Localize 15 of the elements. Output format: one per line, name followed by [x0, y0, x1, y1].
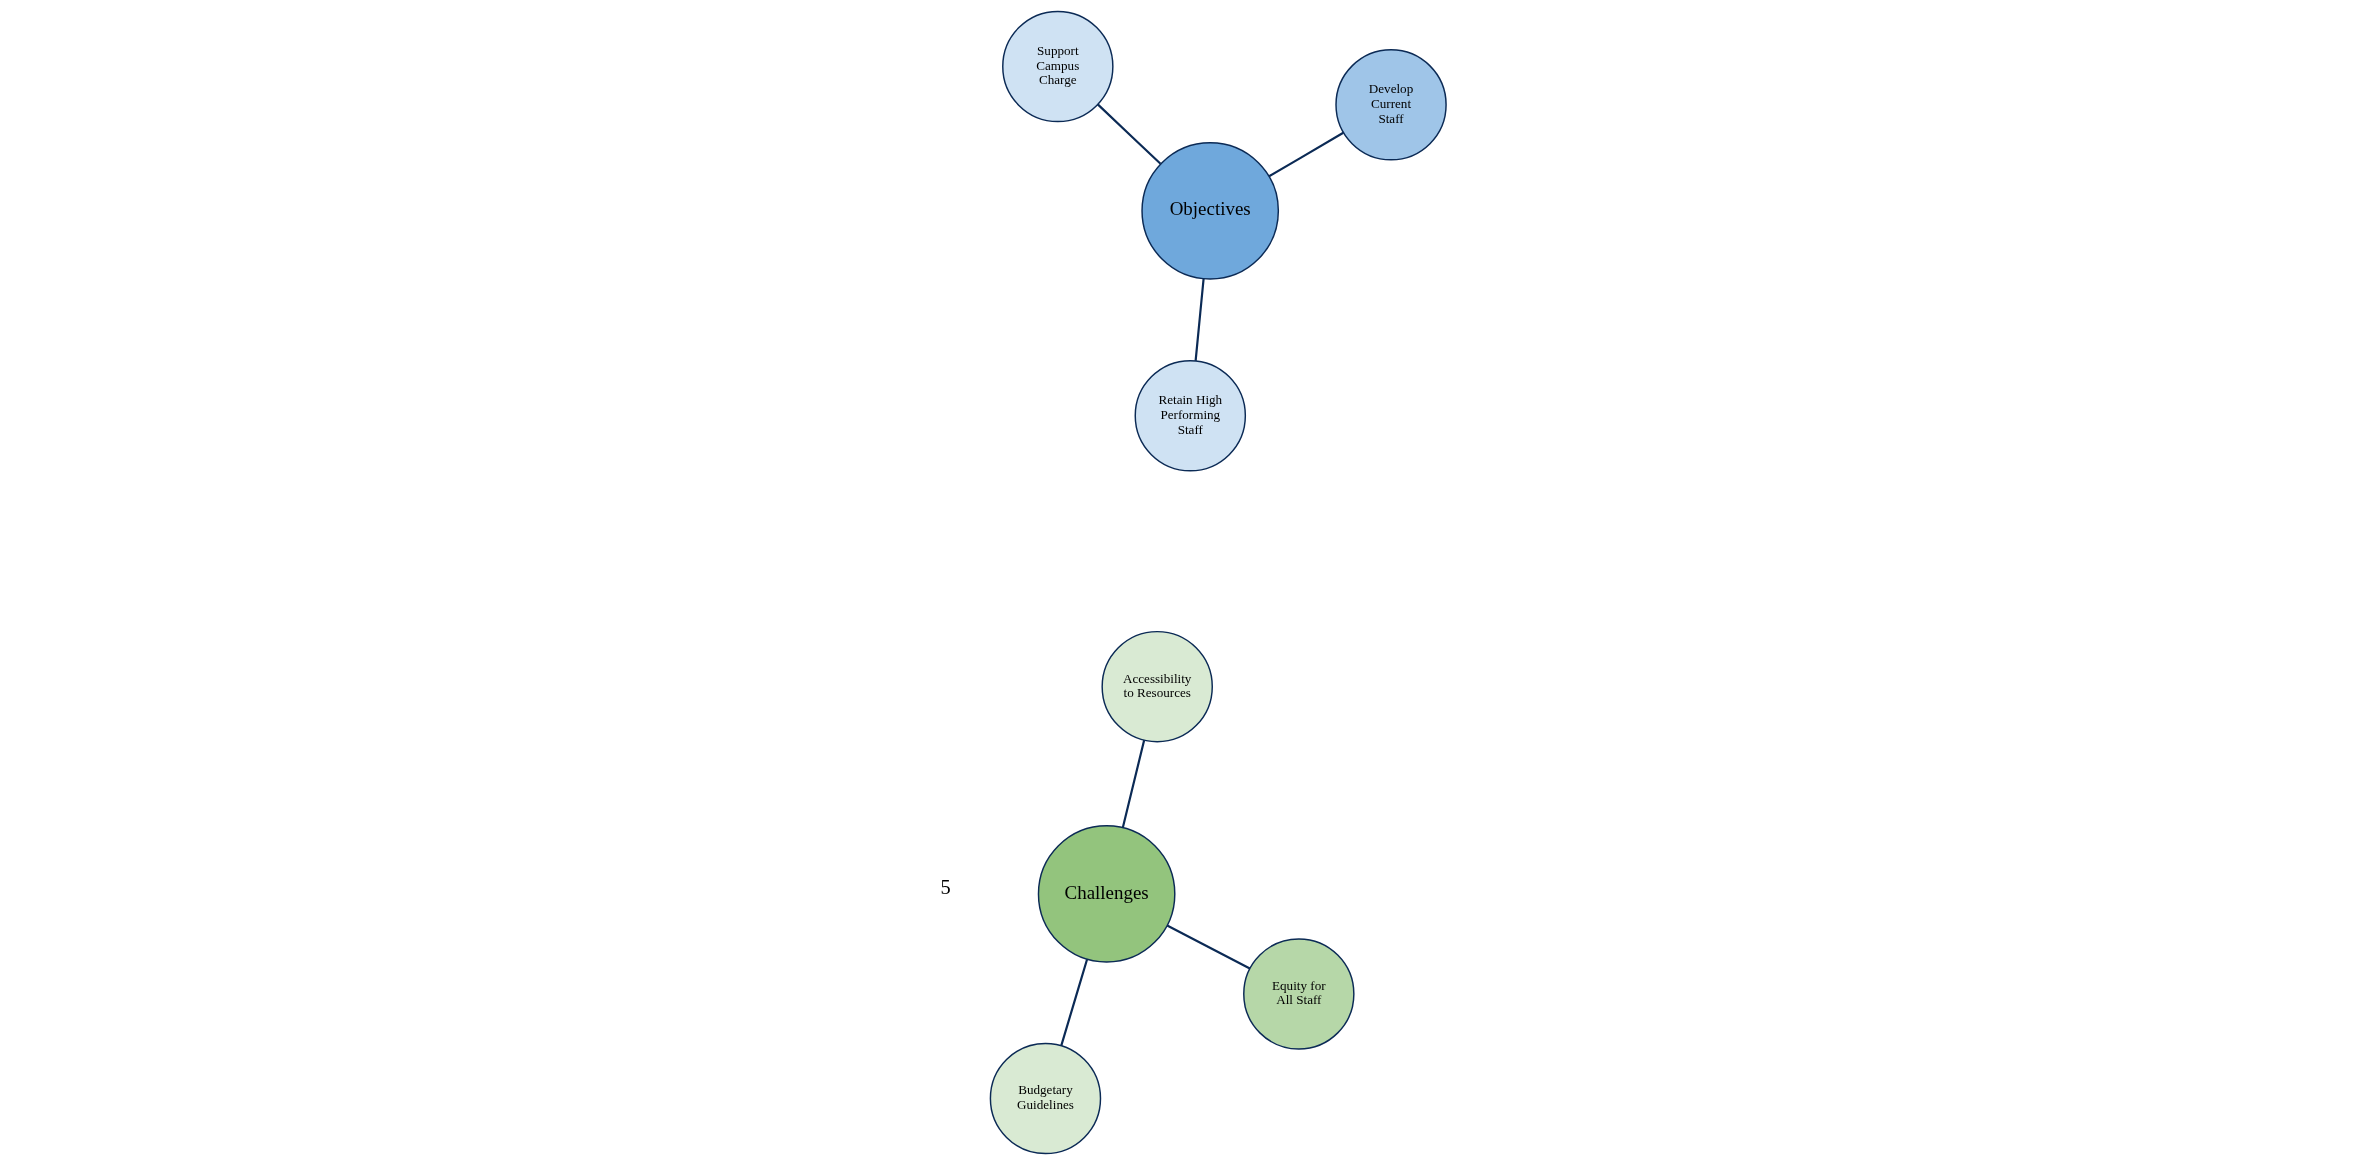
- node-circle: Challenges: [1037, 825, 1176, 963]
- connector: [1097, 103, 1162, 165]
- node-circle: Develop Current Staff: [1335, 49, 1447, 161]
- node-circle: Budgetary Guidelines: [989, 1042, 1102, 1155]
- node-circle: Equity for All Staff: [1243, 938, 1355, 1050]
- node-circle: Objectives: [1141, 141, 1280, 280]
- node-circle: Retain High Performing Staff: [1134, 359, 1247, 472]
- connector: [1194, 278, 1205, 362]
- connector: [1268, 131, 1344, 178]
- connector: [1060, 959, 1089, 1046]
- node-circle: Accessibility to Resources: [1101, 630, 1213, 743]
- label: 5: [940, 875, 951, 898]
- connector: [1121, 740, 1146, 828]
- node-circle: Support Campus Charge: [1002, 10, 1114, 123]
- connector: [1166, 924, 1251, 970]
